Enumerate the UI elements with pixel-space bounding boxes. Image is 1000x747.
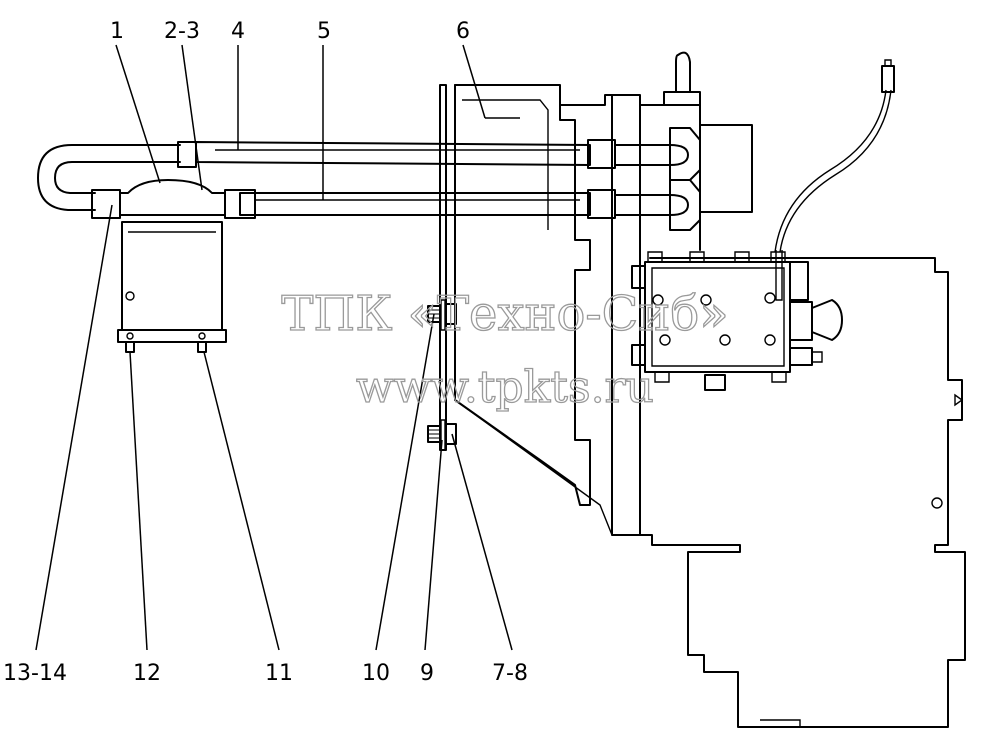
callout-6: 6 bbox=[456, 19, 470, 44]
callout-labels: 1 2-3 4 5 6 13-14 12 11 10 9 7-8 bbox=[3, 19, 528, 686]
callout-12: 12 bbox=[133, 661, 161, 686]
callout-2-3: 2-3 bbox=[164, 19, 200, 44]
filter-unit bbox=[117, 221, 227, 353]
callout-5: 5 bbox=[317, 19, 331, 44]
callout-10: 10 bbox=[362, 661, 390, 686]
callout-11: 11 bbox=[265, 661, 293, 686]
watermark-line1: ТПК «Техно-Сиб» bbox=[281, 286, 728, 342]
callout-4: 4 bbox=[231, 19, 245, 44]
leader-lines bbox=[35, 44, 513, 651]
callout-13-14: 13-14 bbox=[3, 661, 67, 686]
engine-housing bbox=[439, 51, 966, 728]
watermark: ТПК «Техно-Сиб» www.tpkts.ru bbox=[281, 285, 730, 413]
pipe-assembly bbox=[37, 127, 701, 231]
watermark-line2: www.tpkts.ru bbox=[356, 362, 654, 413]
valve-block bbox=[631, 59, 895, 383]
plate-bolts bbox=[427, 299, 457, 451]
callout-9: 9 bbox=[420, 661, 434, 686]
callout-7-8: 7-8 bbox=[492, 661, 528, 686]
callout-1: 1 bbox=[110, 19, 124, 44]
